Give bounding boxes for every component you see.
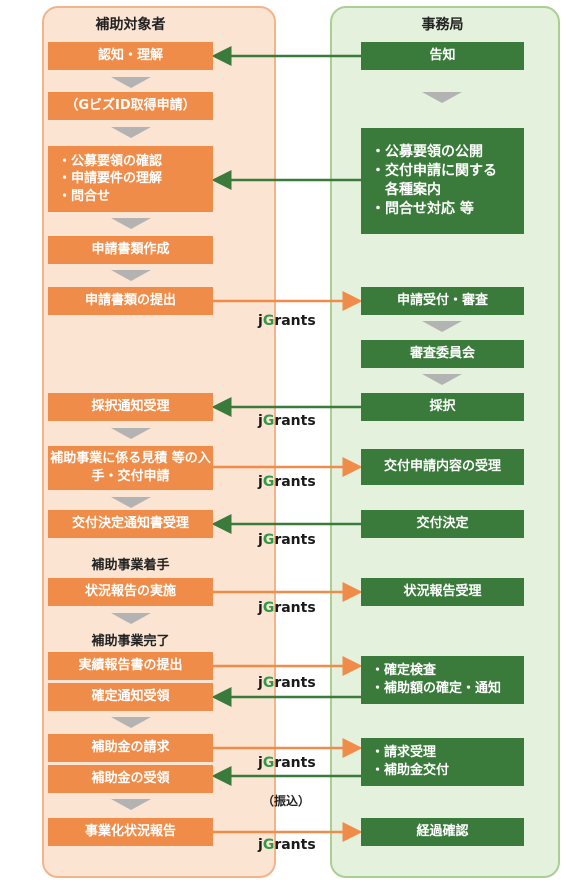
jgrants-logo: jGrants xyxy=(258,675,316,691)
step-publish-guidelines: ・公募要領の公開 ・交付申請に関する 各種案内 ・問合せ対応 等 xyxy=(361,128,524,234)
step-receive-review: 申請受付・審査 xyxy=(361,287,524,315)
flow-down-icon xyxy=(111,218,151,229)
step-status-accepted: 状況報告受理 xyxy=(361,578,524,606)
step-confirm-notice: 確定通知受領 xyxy=(48,683,213,711)
step-payment: ・請求受理 ・補助金交付 xyxy=(361,738,524,786)
step-announcement: 告知 xyxy=(361,42,524,70)
jgrants-logo: jGrants xyxy=(258,474,316,490)
flow-down-icon xyxy=(111,270,151,281)
jgrants-logo: jGrants xyxy=(258,837,316,853)
flow-down-icon xyxy=(111,127,151,138)
step-result-report: 実績報告書の提出 xyxy=(48,652,213,680)
step-adoption: 採択 xyxy=(361,393,524,421)
jgrants-logo: jGrants xyxy=(258,313,316,329)
step-prepare-documents: 申請書類作成 xyxy=(48,236,213,264)
step-application-accepted: 交付申請内容の受理 xyxy=(361,449,524,485)
step-subsidy-claim: 補助金の請求 xyxy=(48,734,213,762)
step-decision-notice: 交付決定通知書受理 xyxy=(48,510,213,538)
flow-down-icon xyxy=(422,374,462,385)
flow-down-icon xyxy=(111,613,151,624)
step-review-committee: 審査委員会 xyxy=(361,340,524,368)
flow-down-icon xyxy=(111,717,151,728)
step-grant-application: 補助事業に係る見積 等の入手・交付申請 xyxy=(48,446,213,490)
step-submit-documents: 申請書類の提出 xyxy=(48,287,213,315)
step-status-report: 状況報告の実施 xyxy=(48,578,213,606)
section-start-label: 補助事業着手 xyxy=(91,558,170,573)
step-awareness: 認知・理解 xyxy=(48,42,213,70)
section-end-label: 補助事業完了 xyxy=(91,634,170,649)
flow-down-icon xyxy=(111,77,151,88)
jgrants-logo: jGrants xyxy=(258,413,316,429)
step-commercialization-report: 事業化状況報告 xyxy=(48,818,213,846)
step-adoption-notice: 採択通知受理 xyxy=(48,393,213,421)
flow-down-icon xyxy=(422,92,462,103)
step-grant-decision: 交付決定 xyxy=(361,510,524,538)
applicant-header: 補助対象者 xyxy=(95,17,166,33)
flow-down-icon xyxy=(111,799,151,810)
step-progress-check: 経過確認 xyxy=(361,818,524,846)
jgrants-logo: jGrants xyxy=(258,600,316,616)
step-inspection: ・確定検査 ・補助額の確定・通知 xyxy=(361,656,524,704)
secretariat-header: 事務局 xyxy=(421,17,464,33)
transfer-note: （振込） xyxy=(262,794,311,808)
jgrants-logo: jGrants xyxy=(258,532,316,548)
flow-down-icon xyxy=(111,428,151,439)
step-confirm-guidelines: ・公募要領の確認 ・申請要件の理解 ・問合せ xyxy=(48,146,213,212)
flow-down-icon xyxy=(422,321,462,332)
step-subsidy-receipt: 補助金の受領 xyxy=(48,765,213,793)
step-gbiz-id: （GビズID取得申請） xyxy=(48,92,213,120)
jgrants-logo: jGrants xyxy=(258,755,316,771)
flow-down-icon xyxy=(111,497,151,508)
